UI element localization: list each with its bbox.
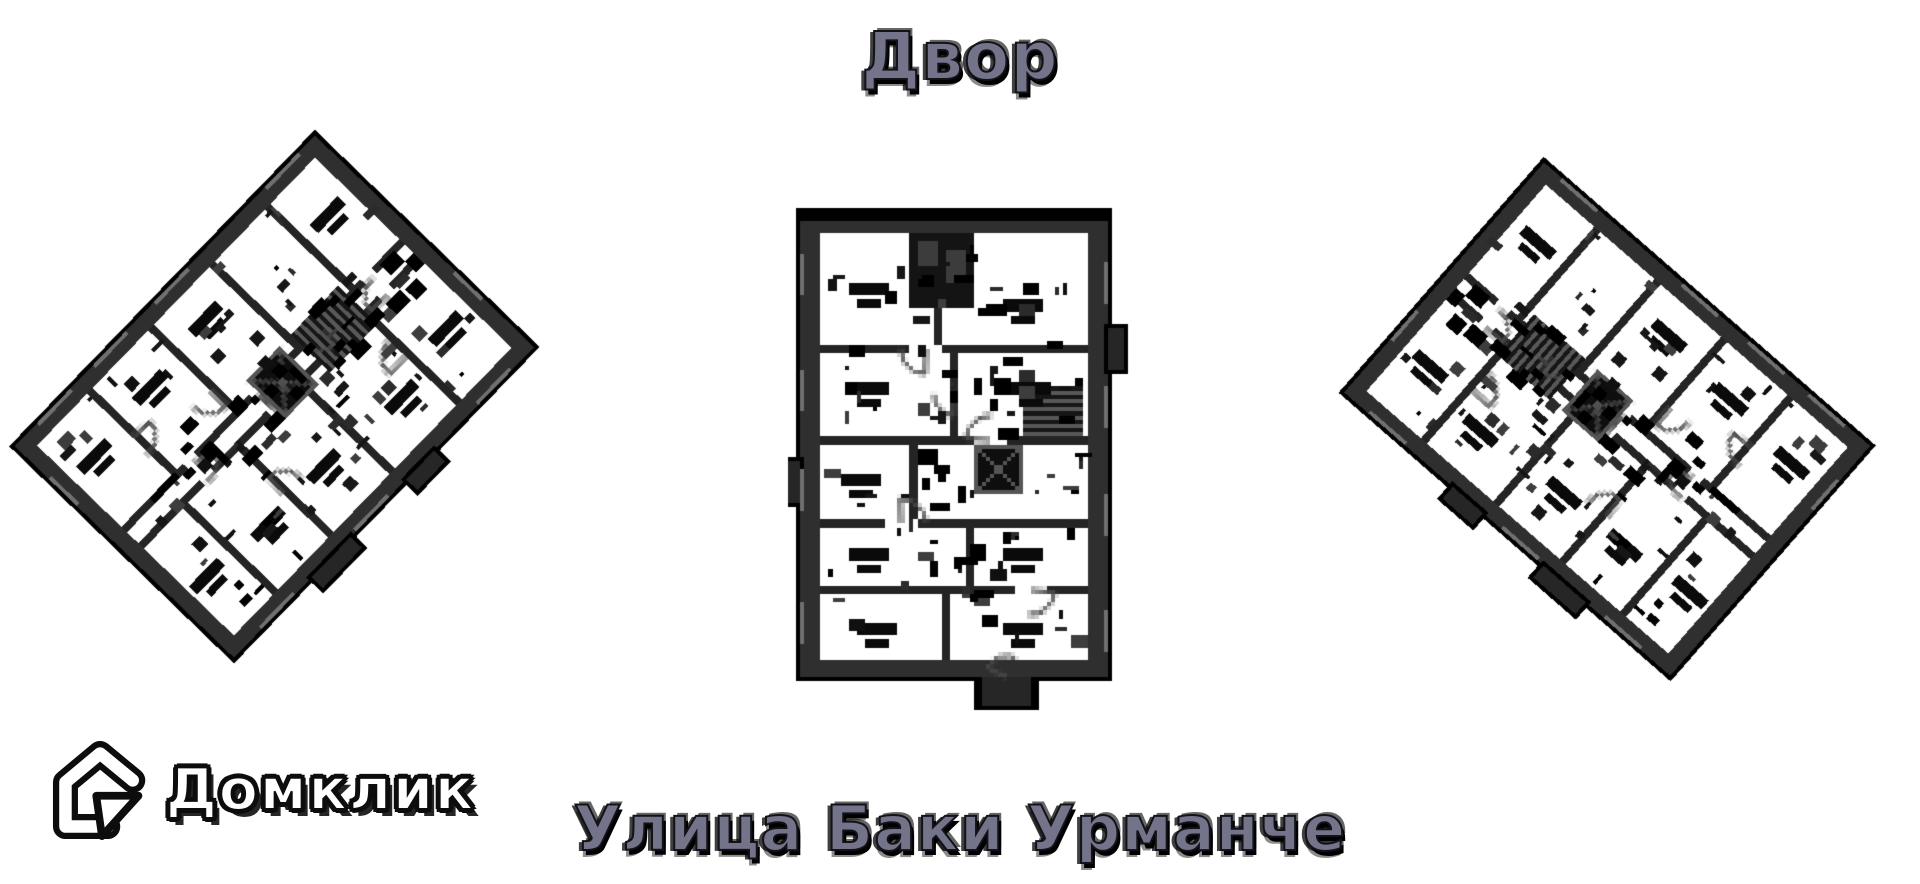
domclick-house-icon <box>52 740 146 840</box>
floorplan-left-section <box>0 90 575 710</box>
domclick-brand-text: Домклик <box>165 756 476 824</box>
street-label: Улица Баки Урманче <box>573 791 1347 866</box>
floorplan-center-section <box>786 200 1136 720</box>
courtyard-label: Двор <box>860 17 1059 96</box>
domclick-watermark: Домклик <box>52 740 476 840</box>
floorplan-right-section <box>1322 122 1892 732</box>
